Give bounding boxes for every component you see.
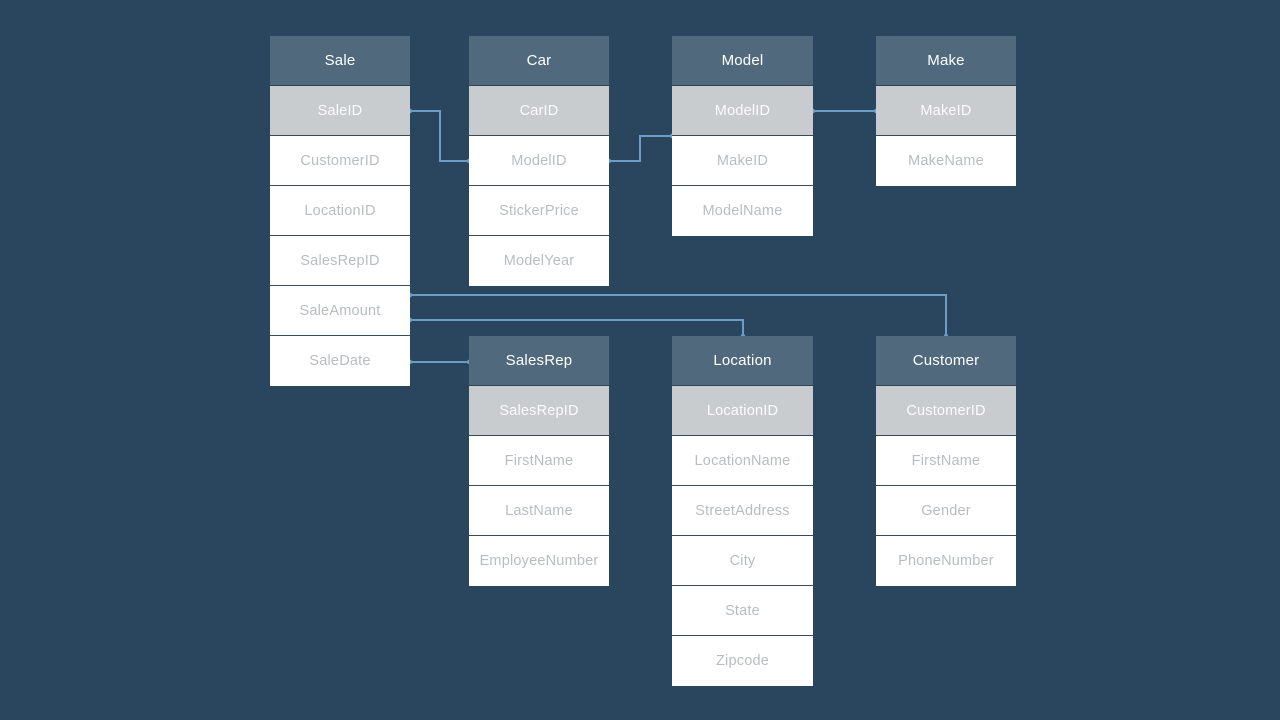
relationship-sale-to-customer	[407, 292, 949, 339]
primary-key-field[interactable]: MakeID	[876, 86, 1016, 136]
table-field[interactable]: FirstName	[469, 436, 609, 486]
connector-line	[409, 294, 947, 337]
table-field[interactable]: ModelID	[469, 136, 609, 186]
table-field[interactable]: MakeName	[876, 136, 1016, 186]
table-field[interactable]: LocationID	[270, 186, 410, 236]
table-field[interactable]: ModelName	[672, 186, 813, 236]
connector-line	[409, 319, 744, 337]
connector-line	[409, 110, 470, 162]
table-field[interactable]: FirstName	[876, 436, 1016, 486]
table-field[interactable]: ModelYear	[469, 236, 609, 286]
table-field[interactable]: SaleDate	[270, 336, 410, 386]
relationship-make-to-model	[810, 108, 879, 114]
relationship-sale-to-salesrep	[407, 359, 472, 365]
table-field[interactable]: State	[672, 586, 813, 636]
table-field[interactable]: StickerPrice	[469, 186, 609, 236]
table-field[interactable]: StreetAddress	[672, 486, 813, 536]
table-field[interactable]: LocationName	[672, 436, 813, 486]
table-field[interactable]: LastName	[469, 486, 609, 536]
table-field[interactable]: CustomerID	[270, 136, 410, 186]
entity-table-title: Sale	[270, 36, 410, 86]
table-field[interactable]: MakeID	[672, 136, 813, 186]
table-field[interactable]: SaleAmount	[270, 286, 410, 336]
primary-key-field[interactable]: CustomerID	[876, 386, 1016, 436]
entity-table-title: Customer	[876, 336, 1016, 386]
primary-key-field[interactable]: CarID	[469, 86, 609, 136]
table-field[interactable]: SalesRepID	[270, 236, 410, 286]
table-field[interactable]: PhoneNumber	[876, 536, 1016, 586]
primary-key-field[interactable]: SalesRepID	[469, 386, 609, 436]
primary-key-field[interactable]: LocationID	[672, 386, 813, 436]
entity-table-title: Model	[672, 36, 813, 86]
entity-table-title: SalesRep	[469, 336, 609, 386]
entity-table-title: Make	[876, 36, 1016, 86]
table-field[interactable]: EmployeeNumber	[469, 536, 609, 586]
connector-line	[608, 135, 673, 162]
entity-table-title: Car	[469, 36, 609, 86]
table-field[interactable]: City	[672, 536, 813, 586]
primary-key-field[interactable]: ModelID	[672, 86, 813, 136]
table-field[interactable]: Zipcode	[672, 636, 813, 686]
relationship-car-to-sale	[407, 108, 472, 164]
primary-key-field[interactable]: SaleID	[270, 86, 410, 136]
entity-table-title: Location	[672, 336, 813, 386]
table-field[interactable]: Gender	[876, 486, 1016, 536]
relationship-model-to-car	[606, 133, 675, 164]
